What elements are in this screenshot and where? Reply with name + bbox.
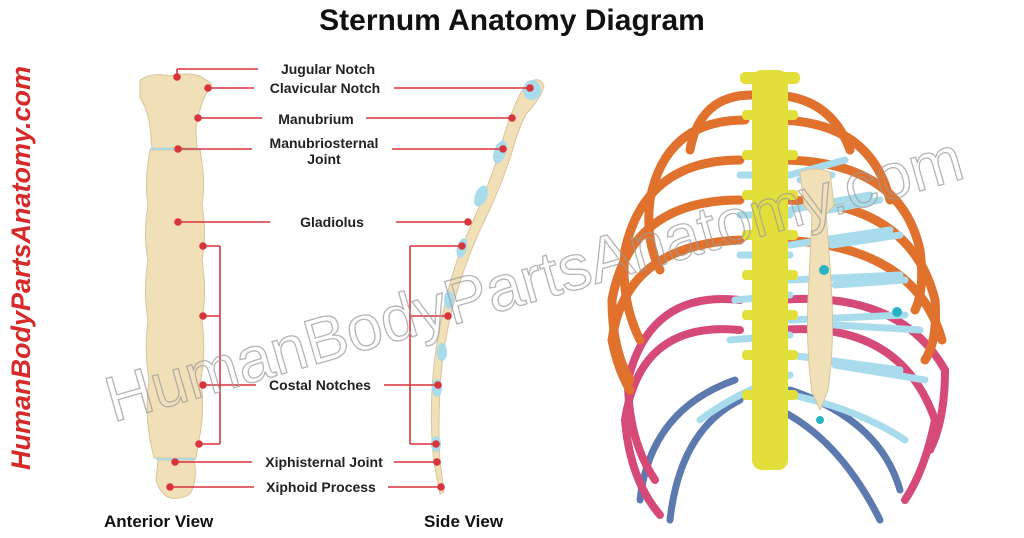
page-title: Sternum Anatomy Diagram [319, 4, 705, 37]
upper-ribs [607, 90, 947, 395]
side-leader-lines [366, 84, 534, 491]
anterior-xiphoid [155, 459, 196, 499]
ribcage-sternum [799, 168, 835, 412]
label-manubriosternal-line1: Manubriosternal [269, 135, 379, 151]
side-brand: HumanBodyPartsAnatomy.com [6, 66, 36, 470]
label-gladiolus: Gladiolus [300, 214, 364, 230]
anterior-gladiolus [145, 149, 205, 459]
label-costal-notches: Costal Notches [269, 377, 371, 393]
label-manubriosternal-line2: Joint [307, 151, 341, 167]
spine [740, 70, 800, 470]
side-sternum [430, 79, 545, 495]
label-jugular-notch: Jugular Notch [280, 61, 376, 77]
label-anterior-view: Anterior View [104, 512, 214, 531]
side-brand-text: HumanBodyPartsAnatomy.com [6, 66, 36, 470]
label-clavicular-notch: Clavicular Notch [269, 80, 381, 96]
rib-cage [607, 70, 950, 524]
anterior-sternum [139, 73, 213, 499]
label-manubriosternal: Manubriosternal Joint [256, 135, 392, 167]
anterior-manubrium [139, 73, 213, 149]
anterior-leader-lines [166, 68, 270, 491]
label-xiphoid-process: Xiphoid Process [266, 479, 376, 495]
label-side-view: Side View [424, 512, 504, 531]
label-xiphisternal-joint: Xiphisternal Joint [265, 454, 383, 470]
label-manubrium: Manubrium [278, 111, 354, 127]
